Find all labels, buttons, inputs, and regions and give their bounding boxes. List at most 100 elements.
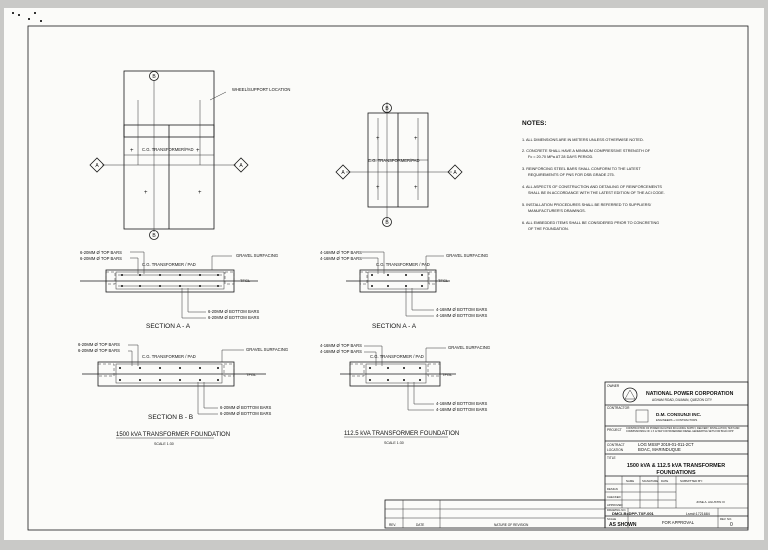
svg-text:+: + [376, 185, 380, 191]
note-6a: 6. ALL EMBEDDED ITEMS SHALL BE CONSIDERE… [522, 221, 659, 225]
section-a-112: 4-16MM Ø TOP BARS 4-16MM Ø TOP BARS C.G.… [320, 250, 488, 330]
foundation-title: 1500 kVA TRANSFORMER FOUNDATION [116, 432, 230, 438]
row-checked: CHECKED [607, 495, 621, 499]
gravel-label: GRAVEL SURFACING [446, 253, 488, 258]
location-value: BOAC, MARINDUQUE [638, 447, 681, 452]
tfgl-label: TFGL [240, 278, 251, 283]
plan-112kva: + + + + B B A A C.G. TRANSFORMER/PAD [335, 102, 463, 227]
scale-label: SCALE 1:30 [384, 441, 404, 445]
contract-no: LOG MSSP 2019-01-011-2CT [638, 442, 694, 447]
cg-label: C.G. TRANSFORMER / PAD [142, 354, 196, 359]
note-1: 1. ALL DIMENSIONS ARE IN METERS UNLESS O… [522, 138, 644, 142]
tfgl-label: TFGL [438, 278, 449, 283]
sheet-title-1: 1500 kVA & 112.5 kVA TRANSFORMER [627, 463, 725, 469]
notes: NOTES: 1. ALL DIMENSIONS ARE IN METERS U… [522, 120, 665, 231]
note-5a: 5. INSTALLATION PROCEDURES SHALL BE REFE… [522, 203, 652, 207]
section-b-112: 4-16MM Ø TOP BARS 4-16MM Ø TOP BARS C.G.… [320, 343, 490, 412]
section-title: SECTION A - A [372, 323, 417, 330]
section-title: SECTION B - B [148, 414, 193, 421]
contractor-label: CONTRACTOR [607, 406, 630, 410]
bottom-bars-label-1: 6-20MM Ø BOTTOM BARS [220, 405, 272, 410]
cg-label: C.G. TRANSFORMER / PAD [142, 262, 196, 267]
rev-header: REV. [389, 523, 396, 527]
top-bars-label-1: 6-20MM Ø TOP BARS [78, 342, 120, 347]
caption-1500: 1500 kVA TRANSFORMER FOUNDATION SCALE 1:… [116, 432, 230, 446]
owner-label: OWNER [607, 384, 620, 388]
tfgl-label: TFGL [442, 372, 453, 377]
note-4b: SHALL BE IN ACCORDANCE WITH THE LATEST E… [528, 191, 665, 195]
bottom-bars-label-2: 6-20MM Ø BOTTOM BARS [220, 411, 272, 416]
section-title: SECTION A - A [146, 323, 191, 330]
cg-label: C.G. TRANSFORMER / PAD [370, 354, 424, 359]
gravel-label: GRAVEL SURFACING [246, 347, 288, 352]
scribble-mark [12, 12, 42, 22]
top-bars-label-1: 6-20MM Ø TOP BARS [80, 250, 122, 255]
col-date: DATE [661, 479, 668, 483]
scale-value: AS SHOWN [609, 522, 637, 528]
svg-text:+: + [376, 136, 380, 142]
top-bars-label-1: 4-16MM Ø TOP BARS [320, 343, 362, 348]
section-marker-b-top-112: B [385, 106, 389, 112]
note-3b: REQUIREMENTS OF PNS FOR DSB GRADE 275. [528, 173, 615, 177]
note-3a: 3. REINFORCING STEEL BARS SHALL CONFORM … [522, 167, 641, 171]
bottom-bars-label-2: 4-16MM Ø BOTTOM BARS [436, 313, 488, 318]
note-5b: MANUFACTURER'S DRAWINGS. [528, 209, 586, 213]
top-bars-label-2: 6-20MM Ø TOP BARS [78, 348, 120, 353]
nature-header: NATURE OF REVISION [494, 523, 529, 527]
note-6b: OF THE FOUNDATION. [528, 227, 569, 231]
rev-label: REV. NO. [720, 517, 732, 521]
foundation-title: 112.5 kVA TRANSFORMER FOUNDATION [344, 431, 459, 437]
sheet-no: Lsm#:1721684 [686, 512, 710, 516]
support-location-label: WHEEL/SUPPORT LOCATION [232, 87, 290, 92]
section-marker-a-left: A [95, 163, 99, 169]
drawing-border [27, 25, 749, 531]
npc-logo-icon [622, 387, 638, 403]
top-bars-label-1: 4-16MM Ø TOP BARS [320, 250, 362, 255]
signer-name: JOSE A. AGUSTIN III [696, 500, 725, 504]
project-text: CONSTRUCTION OF POWER FACILITIES INCLUDI… [626, 427, 740, 433]
drawing-no: DMCI-BcDPP-TXF-001 [612, 511, 655, 516]
contractor-sub: ENGINEERS + CONTRACTORS [656, 418, 697, 422]
bottom-bars-label-1: 4-16MM Ø BOTTOM BARS [436, 401, 488, 406]
notes-heading: NOTES: [522, 120, 547, 127]
section-b-1500: 6-20MM Ø TOP BARS 6-20MM Ø TOP BARS C.G.… [78, 342, 288, 421]
title-block: OWNER NATIONAL POWER CORPORATION AGHAM R… [604, 381, 749, 529]
col-signature: SIGNATURE [642, 479, 658, 483]
title-label: TITLE [607, 456, 616, 460]
location-label: LOCATION [607, 448, 624, 452]
caption-112: 112.5 kVA TRANSFORMER FOUNDATION SCALE 1… [344, 431, 459, 445]
dmci-logo-icon [635, 409, 649, 423]
plan-1500kva: + + + + B B A A WHEEL/SUPPORT LOCATION C… [89, 70, 290, 240]
note-2a: 2. CONCRETE SHALL HAVE A MINIMUM COMPRES… [522, 149, 651, 153]
bottom-bars-label-2: 6-20MM Ø BOTTOM BARS [208, 315, 260, 320]
section-marker-a-right: A [239, 163, 243, 169]
col-name: NAME [626, 479, 634, 483]
section-marker-a-left-112: A [341, 170, 345, 176]
bottom-bars-label-1: 4-16MM Ø BOTTOM BARS [436, 307, 488, 312]
note-4a: 4. ALL ASPECTS OF CONSTRUCTION AND DETAI… [522, 185, 662, 189]
row-design: DESIGN [607, 487, 618, 491]
rev-no: 0 [730, 522, 733, 528]
svg-text:+: + [414, 185, 418, 191]
svg-text:+: + [198, 190, 202, 196]
section-marker-a-right-112: A [453, 170, 457, 176]
section-marker-b-bottom: B [152, 233, 156, 239]
top-bars-label-2: 4-16MM Ø TOP BARS [320, 349, 362, 354]
company-name: NATIONAL POWER CORPORATION [646, 391, 734, 397]
bottom-bars-label-1: 6-20MM Ø BOTTOM BARS [208, 309, 260, 314]
row-approved: APPROVED [607, 503, 623, 507]
svg-text:+: + [196, 148, 200, 154]
cg-label-1500: C.G. TRANSFORMER/PAD [142, 147, 194, 152]
company-address: AGHAM ROAD, DILIMAN, QUEZON CITY [652, 398, 713, 402]
section-marker-b-top: B [152, 74, 156, 80]
tfgl-label: TFGL [246, 372, 257, 377]
bottom-bars-label-2: 4-16MM Ø BOTTOM BARS [436, 407, 488, 412]
date-header: DATE [416, 523, 424, 527]
svg-text:+: + [144, 190, 148, 196]
drawing-no-label: DRAWING NO. [607, 508, 626, 512]
top-bars-label-2: 6-20MM Ø TOP BARS [80, 256, 122, 261]
project-label: PROJECT [607, 428, 622, 432]
gravel-label: GRAVEL SURFACING [236, 253, 278, 258]
